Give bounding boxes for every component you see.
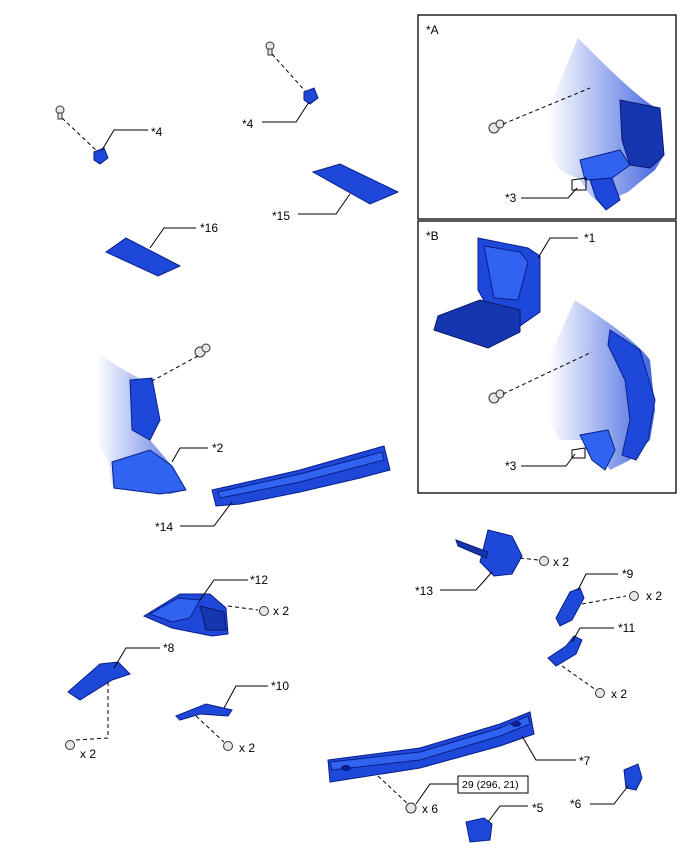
part-5 [465, 817, 493, 843]
callout-2: *2 [212, 441, 224, 455]
callout-4-left: *4 [151, 125, 163, 139]
qty-8: x 2 [80, 747, 96, 761]
clip-2 [194, 343, 211, 358]
view-b-frame [417, 220, 677, 494]
callout-16: *16 [200, 221, 218, 235]
qty-12: x 2 [273, 604, 289, 618]
callout-6: *6 [570, 797, 582, 811]
callout-14: *14 [155, 520, 173, 534]
quarter-trim-2 [96, 352, 187, 495]
screw-7 [405, 802, 417, 814]
callout-12: *12 [250, 573, 268, 587]
pad-15 [311, 163, 400, 205]
view-a-label: *A [426, 23, 439, 37]
callout-4-right: *4 [242, 117, 254, 131]
bracket-9 [555, 587, 585, 627]
screw-8 [65, 740, 75, 750]
screw-12 [259, 606, 269, 616]
qty-9: x 2 [646, 589, 662, 603]
screw-4-right [265, 41, 275, 56]
callout-3-view-b: *3 [505, 459, 517, 473]
panel-12 [142, 593, 229, 637]
screw-11 [595, 688, 605, 698]
bracket-11 [547, 635, 583, 667]
callout-8: *8 [163, 641, 175, 655]
view-b-wheel-liner [548, 300, 656, 471]
part-6 [623, 763, 643, 791]
bracket-10 [175, 703, 233, 721]
screw-9 [629, 591, 639, 601]
bracket-8 [67, 661, 131, 701]
clip-4-right [303, 87, 319, 105]
qty-11: x 2 [611, 687, 627, 701]
view-a-frame [417, 14, 677, 220]
view-b-clip [488, 389, 505, 404]
bracket-13 [455, 529, 523, 577]
callout-11: *11 [618, 621, 635, 635]
callout-10: *10 [271, 679, 289, 693]
qty-7: x 6 [422, 802, 438, 816]
callout-5: *5 [532, 801, 544, 815]
screw-4-left [55, 105, 65, 120]
callout-13: *13 [415, 584, 433, 598]
callout-3-view-a: *3 [505, 191, 517, 205]
qty-13: x 2 [553, 555, 569, 569]
callout-15: *15 [272, 209, 290, 223]
callout-7: *7 [579, 754, 591, 768]
screw-10 [223, 741, 233, 751]
view-b-part-1-bracket [433, 237, 541, 349]
view-a-wheel-liner [548, 38, 665, 211]
view-b-label: *B [426, 229, 439, 243]
view-a-clip [488, 119, 505, 134]
pad-16 [105, 237, 182, 277]
torque-spec-box [457, 775, 529, 794]
qty-10: x 2 [239, 741, 255, 755]
screw-13 [539, 556, 549, 566]
clip-4-left [93, 147, 109, 165]
callout-9: *9 [622, 567, 634, 581]
reinforcement-7 [327, 711, 535, 783]
callout-1: *1 [584, 231, 596, 245]
torque-spec: 29 (296, 21) [462, 779, 519, 791]
